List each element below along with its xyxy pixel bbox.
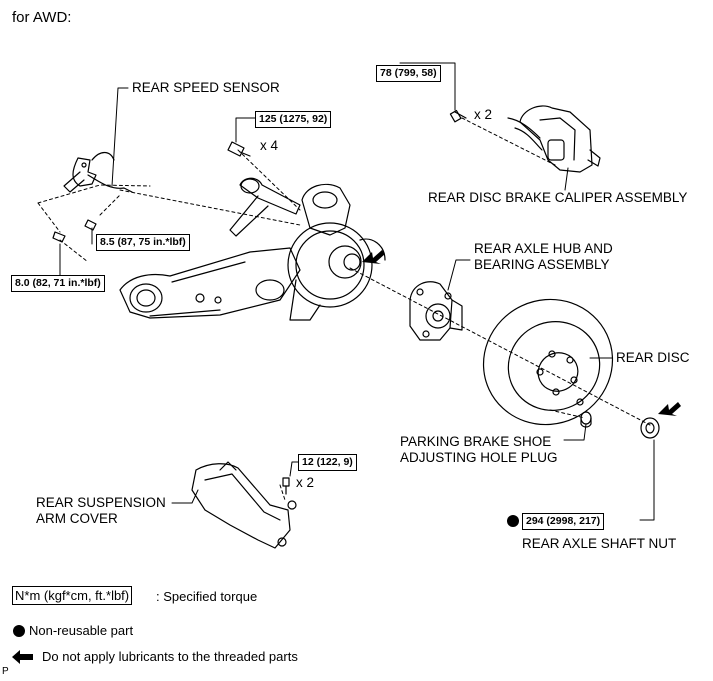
rear-speed-sensor-part: [63, 151, 133, 193]
corner-mark: P: [2, 666, 9, 677]
lower-suspension-arm: [119, 247, 301, 319]
label-rear-axle-hub: REAR AXLE HUB AND BEARING ASSEMBLY: [474, 241, 613, 272]
page-heading: for AWD:: [12, 9, 72, 26]
label-rear-axle-shaft-nut: REAR AXLE SHAFT NUT: [522, 536, 677, 551]
steering-knuckle: [287, 183, 386, 321]
axle-hub-part: [409, 281, 463, 341]
brake-caliper-part: [507, 105, 601, 173]
cover-bolt: [282, 477, 290, 495]
label-rear-speed-sensor: REAR SPEED SENSOR: [132, 80, 280, 95]
label-rear-suspension-cover: REAR SUSPENSION ARM COVER: [36, 495, 166, 526]
torque-axle-nut: 294 (2998, 217): [522, 513, 605, 530]
torque-sensor-bolt-a: 8.5 (87, 75 in.*lbf): [96, 234, 190, 251]
torque-knuckle-bolt: 125 (1275, 92): [255, 111, 332, 128]
suspension-cover-part: [191, 461, 297, 549]
upper-arm: [229, 177, 301, 237]
legend-torque-text: : Specified torque: [156, 589, 258, 604]
knuckle-bolt: [227, 141, 251, 157]
rear-disc-part: [482, 298, 614, 426]
no-lubricant-arrow-icon-knuckle: [362, 250, 385, 264]
label-parking-brake-plug: PARKING BRAKE SHOE ADJUSTING HOLE PLUG: [400, 434, 558, 465]
axle-nut-part: [640, 417, 660, 439]
sensor-bolts: [52, 219, 97, 243]
legend-non-reusable-text: Non-reusable part: [29, 623, 134, 638]
legend-torque-unit-box: N*m (kgf*cm, ft.*lbf): [12, 586, 133, 605]
torque-cover-bolt: 12 (122, 9): [298, 454, 357, 471]
multiplier-knuckle: x 4: [260, 138, 279, 153]
non-reusable-dot-icon-axle-nut: [507, 515, 519, 527]
torque-sensor-bolt-b: 8.0 (82, 71 in.*lbf): [11, 275, 105, 292]
multiplier-cover: x 2: [296, 475, 315, 490]
assembly-dash-lines: [37, 117, 651, 501]
no-lubricant-arrow-icon-nut: [658, 402, 681, 416]
legend-no-lubricant-text: Do not apply lubricants to the threaded …: [42, 649, 298, 664]
non-reusable-dot-icon: [13, 625, 25, 637]
torque-caliper-bolt: 78 (799, 58): [376, 65, 441, 82]
no-lubricant-arrow-icon: [12, 650, 33, 664]
leader-lines: [59, 62, 655, 521]
label-rear-disc: REAR DISC: [616, 350, 690, 365]
label-rear-disc-brake-caliper: REAR DISC BRAKE CALIPER ASSEMBLY: [428, 190, 688, 205]
multiplier-caliper: x 2: [474, 107, 493, 122]
caliper-bolt: [449, 109, 467, 123]
